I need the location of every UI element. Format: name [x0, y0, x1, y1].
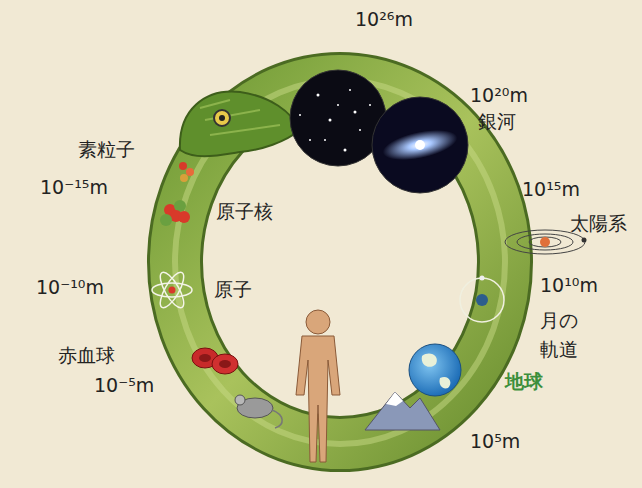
scale-label: 10¹⁰m: [540, 274, 598, 297]
scale-label: 原子: [214, 278, 252, 301]
scale-label: 赤血球: [58, 344, 115, 367]
scale-label: 10⁻⁵m: [94, 374, 154, 397]
scale-label: 素粒子: [78, 138, 135, 161]
scale-label: 10⁻¹⁰m: [36, 276, 104, 299]
snake-head: [180, 92, 300, 157]
scale-label: 10⁻¹⁵m: [40, 176, 108, 199]
scale-label: 10⁵m: [470, 430, 520, 453]
scale-label: 太陽系: [570, 212, 627, 235]
scale-label: 10¹⁵m: [522, 178, 580, 201]
scale-label: 10²⁰m: [470, 84, 528, 107]
scale-label: 原子核: [216, 200, 273, 223]
scale-label: 10²⁶m: [355, 8, 413, 31]
scale-label: 銀河: [478, 110, 516, 133]
scale-label: 地球: [505, 370, 543, 393]
scale-label: 月の 軌道: [540, 306, 589, 365]
